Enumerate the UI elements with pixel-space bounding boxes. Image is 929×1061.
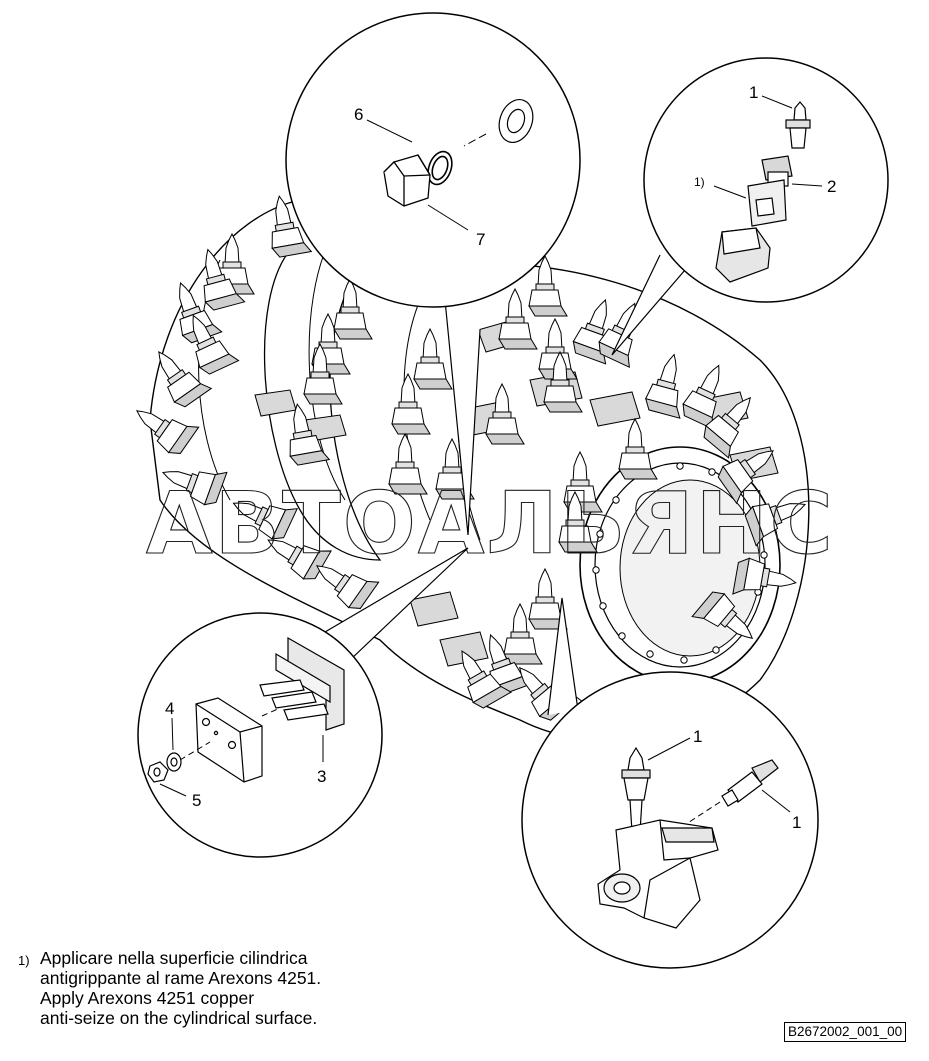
bit-part-1-left — [621, 746, 651, 833]
bit-part-1-right — [721, 759, 779, 807]
callout-6: 6 — [354, 105, 363, 124]
leader-lower-right — [547, 597, 579, 716]
sleeve-part-2 — [747, 155, 793, 227]
footnote-line-4: anti-seize on the cylindrical surface. — [40, 1008, 318, 1028]
footnote-line-3: Apply Arexons 4251 copper — [40, 988, 255, 1008]
seal-washer — [498, 99, 534, 143]
callout-4: 4 — [165, 699, 174, 718]
holder-lower — [597, 819, 719, 929]
callout-3: 3 — [317, 767, 326, 786]
callout-2: 2 — [827, 177, 836, 196]
bit-part-1 — [785, 101, 811, 149]
drawing-id-label: B2672002_001_00 — [784, 1022, 907, 1042]
milling-drum — [127, 191, 814, 742]
callout-1-lower-right: 1 — [792, 813, 801, 832]
callout-7: 7 — [476, 230, 485, 249]
block — [195, 697, 263, 783]
note-ref-1: 1) — [694, 175, 705, 189]
detail-lower-right: 1 1 — [521, 597, 819, 969]
o-ring — [427, 150, 453, 186]
footnote-line-1: Applicare nella superficie cilindrica — [40, 948, 308, 968]
detail-upper-right: 1 2 1) — [611, 57, 889, 356]
watermark-text: АВТОАЛЬЯНС — [146, 474, 835, 574]
stud-plate-part-3 — [259, 636, 345, 731]
nut-part-5 — [147, 761, 169, 783]
leader-upper-right — [611, 254, 686, 356]
callout-1-upper: 1 — [749, 83, 758, 102]
holder-base — [715, 227, 771, 283]
leader-left — [324, 547, 469, 661]
callout-1-lower-upper: 1 — [693, 727, 702, 746]
callout-5: 5 — [192, 791, 201, 810]
footnote-marker: 1) — [18, 953, 30, 968]
hex-plug — [383, 154, 431, 207]
footnote: 1) Applicare nella superficie cilindrica… — [18, 948, 438, 1028]
leader-top — [444, 299, 481, 536]
washer-part-4 — [166, 752, 182, 772]
detail-left-plate: 3 4 5 — [137, 547, 469, 858]
footnote-line-2: antigrippante al rame Arexons 4251. — [40, 968, 322, 988]
detail-top-plug: 6 7 — [285, 12, 581, 536]
detail-circle-top — [285, 12, 581, 308]
detail-circle-lower-right — [521, 671, 819, 969]
